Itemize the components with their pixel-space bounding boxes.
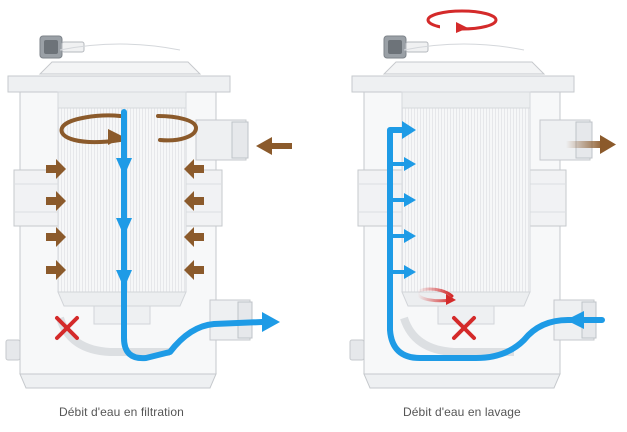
branch-arrows [390, 162, 406, 274]
caption-washing: Débit d'eau en lavage [403, 405, 521, 419]
outflow-arrow [566, 135, 616, 154]
clean-water-flow [116, 109, 280, 362]
filtration-diagram [6, 36, 292, 388]
caption-filtration: Débit d'eau en filtration [59, 405, 184, 419]
inward-flow-arrows-left [46, 159, 66, 280]
red-x-icon [452, 316, 476, 340]
washing-diagram [350, 9, 616, 388]
reverse-water-flow [387, 121, 605, 361]
filter-housing-left [6, 36, 252, 388]
rotation-arrow-icon [426, 9, 498, 33]
red-x-icon [55, 316, 79, 340]
swirl-flow-arrow [59, 113, 199, 145]
rotation-arc-small [416, 287, 456, 305]
inflow-arrow [256, 137, 292, 155]
inward-flow-arrows-right [184, 159, 204, 280]
